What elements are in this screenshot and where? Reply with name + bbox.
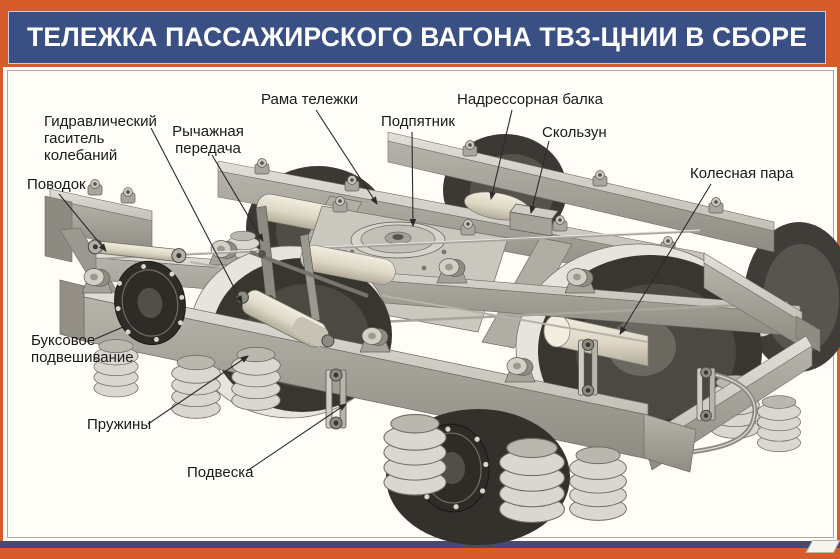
bogie-drawing xyxy=(44,131,840,545)
leader-axlebox-suspension xyxy=(94,320,139,340)
leader-lines xyxy=(58,109,712,472)
leader-wheelset xyxy=(619,183,712,335)
frame-right-end xyxy=(703,252,821,353)
leader-center-plate xyxy=(409,131,417,228)
footer-stripe xyxy=(0,541,840,548)
trailing-rod-part xyxy=(87,239,187,264)
hydraulic-damper-part xyxy=(235,289,335,348)
leader-bogie-frame xyxy=(315,109,378,205)
leader-springs xyxy=(147,355,249,425)
poster-title: ТЕЛЕЖКА ПАССАЖИРСКОГО ВАГОНА ТВЗ-ЦНИИ В … xyxy=(26,22,808,52)
leader-lever-transmission xyxy=(211,154,264,242)
title-bar: ТЕЛЕЖКА ПАССАЖИРСКОГО ВАГОНА ТВЗ-ЦНИИ В … xyxy=(8,11,826,64)
leader-trailing-rod xyxy=(58,193,107,252)
leader-bolster xyxy=(489,109,513,201)
leader-hydraulic-damper xyxy=(150,127,243,304)
leader-hanger xyxy=(246,403,347,472)
brake-levers xyxy=(249,205,369,323)
leader-side-bearer xyxy=(529,140,550,215)
